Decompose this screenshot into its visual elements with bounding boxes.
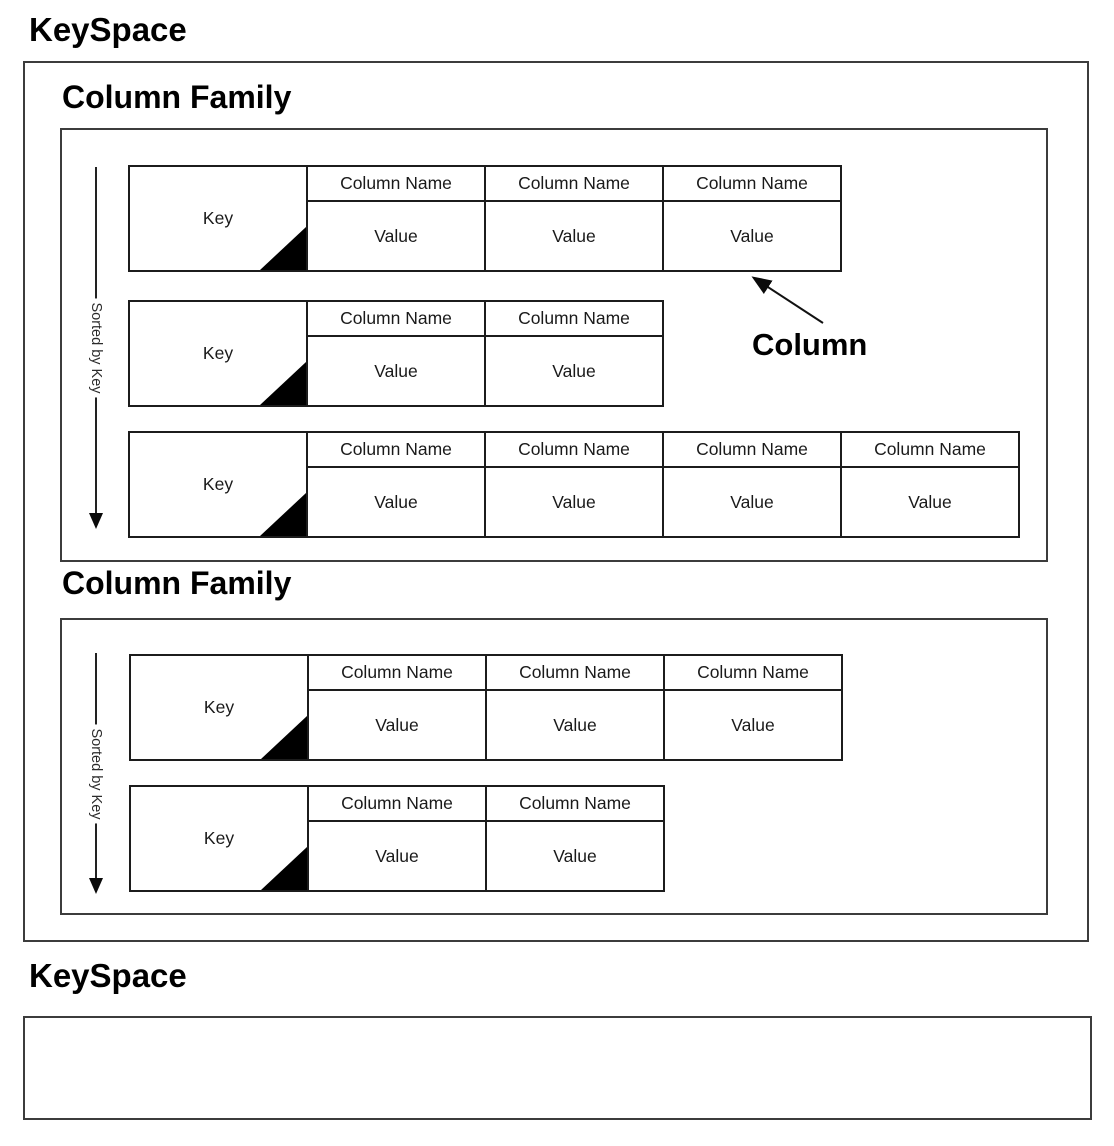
- column-name-label: Column Name: [309, 787, 485, 822]
- column-name-label: Column Name: [664, 167, 840, 202]
- key-corner-triangle-icon: [261, 847, 307, 890]
- keyspace-title: KeySpace: [29, 11, 187, 48]
- key-cell: Key: [131, 656, 307, 759]
- column-callout-arrow-icon: [751, 276, 824, 324]
- sorted-by-key-arrow: Sorted by Key: [85, 653, 107, 894]
- column-value-label: Value: [731, 714, 775, 735]
- column-value-label: Value: [730, 225, 774, 246]
- key-corner-triangle-icon: [261, 716, 307, 759]
- column-value-label: Value: [552, 491, 596, 512]
- column-name-label: Column Name: [487, 787, 663, 822]
- sorted-by-key-arrow: Sorted by Key: [85, 167, 107, 529]
- column-name-label: Column Name: [308, 433, 484, 468]
- column-value-label: Value: [553, 714, 597, 735]
- column-name-label: Column Name: [664, 433, 840, 468]
- column-name-label: Column Name: [308, 302, 484, 337]
- key-label: Key: [203, 697, 235, 717]
- arrow-down-icon: [89, 513, 103, 529]
- column-name-label: Column Name: [486, 302, 662, 337]
- column-name-label: Column Name: [665, 656, 841, 691]
- column-value-label: Value: [730, 491, 774, 512]
- keyspace-bottom-title: KeySpace: [29, 957, 187, 994]
- column-value-label: Value: [375, 714, 419, 735]
- empty-keyspace-box: [23, 1016, 1092, 1120]
- column-value-label: Value: [908, 491, 952, 512]
- arrow-down-icon: [89, 878, 103, 894]
- column-name-label: Column Name: [309, 656, 485, 691]
- column-name-label: Column Name: [842, 433, 1018, 468]
- column-name-label: Column Name: [486, 167, 662, 202]
- key-label: Key: [202, 474, 234, 494]
- column-name-label: Column Name: [308, 167, 484, 202]
- key-corner-triangle-icon: [260, 227, 306, 270]
- key-label: Key: [203, 828, 235, 848]
- key-label: Key: [202, 343, 234, 363]
- column-name-label: Column Name: [486, 433, 662, 468]
- key-corner-triangle-icon: [260, 493, 306, 536]
- column-value-label: Value: [374, 491, 418, 512]
- column-family-1-title: Column Family: [62, 79, 292, 115]
- column-value-label: Value: [552, 225, 596, 246]
- column-callout-label: Column: [752, 327, 868, 362]
- column-value-label: Value: [375, 845, 419, 866]
- column-value-label: Value: [552, 360, 596, 381]
- key-corner-triangle-icon: [260, 362, 306, 405]
- key-cell: Key: [130, 302, 306, 405]
- column-name-label: Column Name: [487, 656, 663, 691]
- key-cell: Key: [131, 787, 307, 890]
- sorted-by-key-label: Sorted by Key: [88, 723, 104, 824]
- column-value-label: Value: [374, 225, 418, 246]
- column-family-2-title: Column Family: [62, 565, 292, 601]
- sorted-by-key-label: Sorted by Key: [88, 298, 104, 398]
- column-value-label: Value: [553, 845, 597, 866]
- key-cell: Key: [130, 167, 306, 270]
- column-value-label: Value: [374, 360, 418, 381]
- key-label: Key: [202, 208, 234, 228]
- key-cell: Key: [130, 433, 306, 536]
